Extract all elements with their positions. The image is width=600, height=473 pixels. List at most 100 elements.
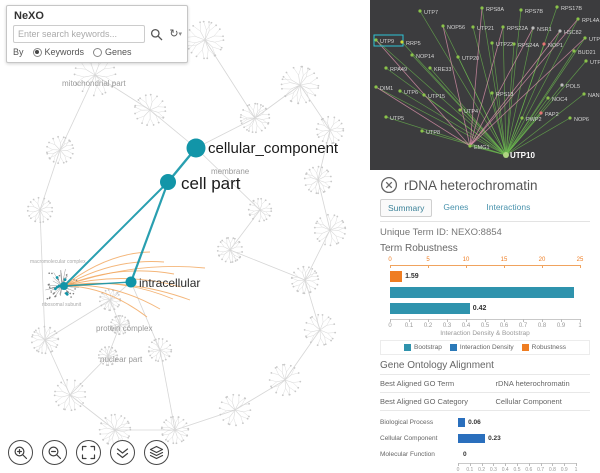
go-category-label: Biological Process xyxy=(380,419,434,426)
gene-node-utp18[interactable]: UTP18 xyxy=(590,60,600,66)
layers-icon xyxy=(149,445,164,460)
gene-node-utp8[interactable]: UTP8 xyxy=(426,130,440,136)
gene-node-rrp5[interactable]: RRP5 xyxy=(406,41,421,47)
gene-node-hsc82[interactable]: HSC82 xyxy=(564,30,582,36)
gene-node-utp6[interactable]: UTP6 xyxy=(404,90,418,96)
app-title: NeXO xyxy=(14,10,44,22)
gene-node-pol5[interactable]: POL5 xyxy=(566,84,580,90)
zoom-out-icon xyxy=(48,446,62,460)
fit-view-button[interactable] xyxy=(76,440,101,465)
tree-label-macromolecular-complex: macromolecular complex xyxy=(30,259,86,265)
go-alignment-title: Gene Ontology Alignment xyxy=(380,360,494,371)
gene-node-emg1[interactable]: EMG1 xyxy=(474,145,490,151)
gene-node-utp21[interactable]: UTP21 xyxy=(477,26,494,32)
tree-label-nuclear-part: nuclear part xyxy=(100,355,143,364)
tab-interactions[interactable]: Interactions xyxy=(486,202,531,212)
gene-node-rps13[interactable]: RPS13 xyxy=(496,92,513,98)
gene-node-dim1[interactable]: DIM1 xyxy=(380,86,393,92)
tab-genes[interactable]: Genes xyxy=(443,202,469,212)
gene-node-utp9[interactable]: UTP9 xyxy=(380,39,394,45)
gene-node-utp22[interactable]: UTP22 xyxy=(496,42,513,48)
layers-button[interactable] xyxy=(144,440,169,465)
bar-biological-process xyxy=(458,418,466,427)
zoom-in-button[interactable] xyxy=(8,440,33,465)
unique-term-id-value: NEXO:8854 xyxy=(451,227,502,238)
bar-interaction-density xyxy=(390,303,470,314)
tab-summary[interactable]: Summary xyxy=(380,199,433,217)
detail-tabs: Summary Genes Interactions xyxy=(380,199,590,222)
gene-node-utp4[interactable]: UTP4 xyxy=(464,109,478,115)
gene-node-utp5[interactable]: UTP5 xyxy=(390,116,404,122)
gene-node-nsr1[interactable]: NSR1 xyxy=(537,27,552,33)
tree-label-mitochondrial-part: mitochondrial part xyxy=(62,79,126,88)
robustness-legend: Bootstrap Interaction Density Robustness xyxy=(380,340,590,355)
zoom-out-button[interactable] xyxy=(42,440,67,465)
search-icon[interactable] xyxy=(149,27,163,41)
gene-node-rps7b[interactable]: RPS7B xyxy=(525,9,543,15)
search-mode-genes[interactable]: Genes xyxy=(93,47,132,57)
gene-node-bud21[interactable]: BUD21 xyxy=(578,50,596,56)
unique-term-id: Unique Term ID: NEXO:8854 xyxy=(380,227,590,238)
go-category-label: Cellular Component xyxy=(380,435,438,442)
robustness-axis-label: Interaction Density & Bootstrap xyxy=(440,330,530,337)
gene-node-rps22a[interactable]: RPS22A xyxy=(507,26,528,32)
expand-branches-button[interactable] xyxy=(110,440,135,465)
search-input[interactable] xyxy=(13,25,145,43)
robustness-chart-title: Term Robustness xyxy=(380,243,458,254)
gene-node-utp10[interactable]: UTP10 xyxy=(510,151,535,160)
fit-view-icon xyxy=(81,445,96,460)
expand-branches-icon xyxy=(116,448,129,459)
tree-label-cellular-component[interactable]: cellular_component xyxy=(208,140,339,157)
gene-node-utp20[interactable]: UTP20 xyxy=(462,56,479,62)
search-mode-group: Keywords Genes xyxy=(32,47,132,57)
gene-node-rps8a[interactable]: RPS8A xyxy=(486,7,504,13)
tree-label-cell-part[interactable]: cell part xyxy=(181,174,241,193)
search-by-label: By xyxy=(13,47,24,57)
tree-label-membrane: membrane xyxy=(211,167,250,176)
gene-node-kre33[interactable]: KRE33 xyxy=(434,67,451,73)
gene-node-pap2[interactable]: PAP2 xyxy=(545,112,559,118)
collapse-caret-icon[interactable]: ▾ xyxy=(178,31,182,38)
zoom-in-icon xyxy=(14,446,28,460)
gene-node-rpl4a[interactable]: RPL4A xyxy=(582,18,600,24)
term-title: rDNA heterochromatin xyxy=(404,177,538,193)
interaction-network[interactable]: UTP7 RPS8A RPS7B RPS17B NOP56 UTP21 RPS22A NSR1… xyxy=(370,0,600,170)
close-icon[interactable] xyxy=(380,176,398,194)
refresh-icon[interactable]: ↻ xyxy=(169,27,179,40)
gene-node-noc4[interactable]: NOC4 xyxy=(552,97,567,103)
go-category-label: Molecular Function xyxy=(380,451,435,458)
bar-bootstrap xyxy=(390,287,575,298)
gene-node-nop14[interactable]: NOP14 xyxy=(416,54,434,60)
legend-bootstrap: Bootstrap xyxy=(404,344,442,351)
gene-node-pwp2[interactable]: PWP2 xyxy=(526,117,542,123)
gene-node-nop56[interactable]: NOP56 xyxy=(447,25,465,31)
gene-node-nop1[interactable]: NOP1 xyxy=(548,43,563,49)
bar-cellular-component xyxy=(458,434,486,443)
gene-node-rps24a[interactable]: RPS24A xyxy=(518,43,539,49)
gene-node-utp13[interactable]: UTP13 xyxy=(589,37,600,43)
legend-robustness: Robustness xyxy=(521,344,566,351)
bar-robustness xyxy=(390,271,403,282)
tree-label-protein-complex: protein complex xyxy=(96,324,152,333)
network-panel[interactable]: UTP7 RPS8A RPS7B RPS17B NOP56 UTP21 RPS22A NSR1… xyxy=(370,0,600,170)
search-panel: NeXO ↻ ▾ By Keywords Genes xyxy=(6,5,188,63)
tree-label-ribosomal-subunit: ribosomal subunit xyxy=(42,302,82,308)
gene-node-utp7[interactable]: UTP7 xyxy=(424,10,438,16)
gene-node-rps17b[interactable]: RPS17B xyxy=(561,6,582,12)
gene-node-nop6[interactable]: NOP6 xyxy=(574,117,589,123)
gene-node-rpa49[interactable]: RPA49 xyxy=(390,67,407,73)
tree-label-intracellular[interactable]: intracellular xyxy=(139,276,200,290)
gene-node-utp15[interactable]: UTP15 xyxy=(428,94,445,100)
gene-node-nan1[interactable]: NAN1 xyxy=(588,93,600,99)
search-mode-keywords[interactable]: Keywords xyxy=(32,47,84,57)
legend-interaction-density: Interaction Density xyxy=(449,344,514,351)
